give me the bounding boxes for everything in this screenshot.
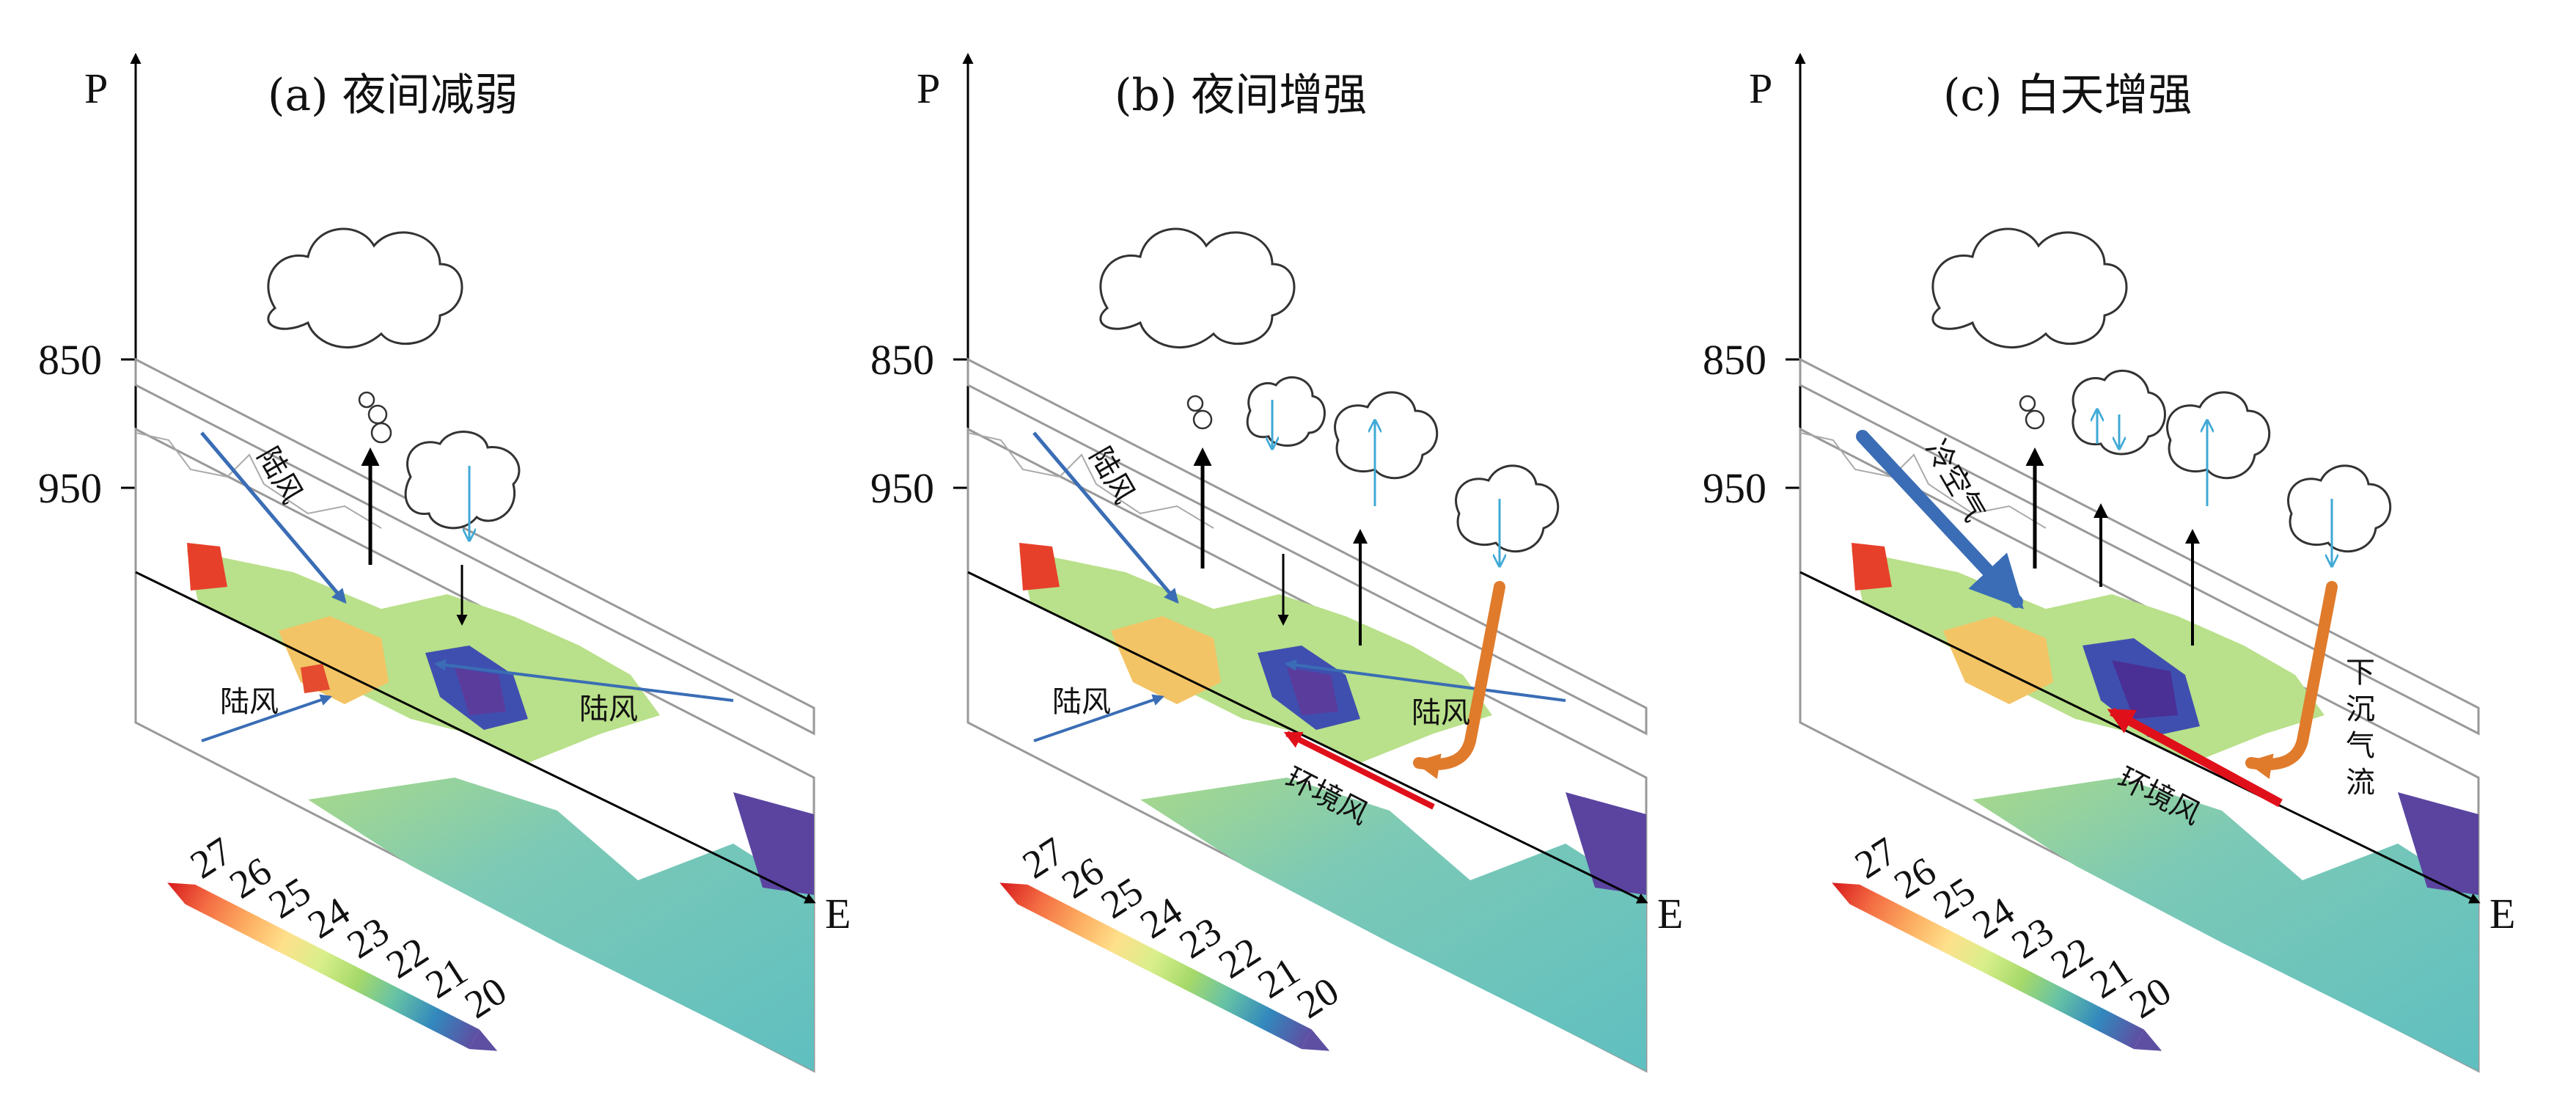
panel-a: (a) 夜间减弱 P 850 950 E [38, 53, 851, 1073]
cloud-small [1246, 376, 1326, 447]
cold-core [1287, 668, 1338, 715]
e-axis-label: E [1657, 890, 1683, 937]
coastline [135, 432, 382, 529]
panel-b: (b) 夜间增强 P 850 950 E 陆风 [870, 53, 1683, 1073]
colorbar-bar [999, 882, 1312, 1050]
land-wind-label: 陆风 [1412, 696, 1470, 730]
hot-spot-2 [301, 664, 330, 693]
e-axis [1799, 571, 2481, 904]
panel-a-title: (a) 夜间减弱 [268, 70, 518, 121]
colorbar-bar [167, 882, 480, 1050]
sea-cold-core [2398, 792, 2478, 895]
bay-field [1019, 550, 1492, 763]
cloud-medium [1334, 391, 1439, 480]
tick-label-850: 850 [1703, 336, 1766, 384]
cloud-large [1099, 227, 1296, 348]
land-wind-arrow [201, 694, 333, 742]
land-wind-arrow [1033, 694, 1165, 742]
sea-region [1140, 778, 1646, 1071]
cloud-right [2287, 464, 2392, 553]
tick-label-950: 950 [38, 464, 102, 512]
env-wind-arrow [2107, 707, 2283, 808]
cloud-bubble [370, 422, 392, 444]
tick-label-950: 950 [1703, 464, 1766, 512]
cloud-bubble [358, 391, 375, 409]
panel-c-title: (c) 白天增强 [1943, 70, 2192, 121]
colorbar-tail [1302, 1029, 1330, 1051]
land-wind-arrow [1284, 659, 1566, 702]
land-wind-arrow [433, 659, 734, 702]
cloud-bubble [1192, 409, 1213, 430]
sea-cold-core [733, 792, 814, 895]
cloud-small [2072, 369, 2166, 456]
upper-plane [1799, 357, 2480, 736]
e-axis-label: E [2489, 890, 2515, 937]
land-wind-label: 陆风 [579, 692, 638, 726]
cloud-large [267, 227, 463, 348]
tick-label-950: 950 [870, 464, 934, 512]
cold-core [2112, 660, 2178, 719]
colorbar-bar [1832, 882, 2144, 1050]
panel-c: (c) 白天增强 P 850 950 E 冷空气 环 [1703, 53, 2515, 1073]
tick-label-850: 850 [38, 336, 102, 384]
cloud-large [1931, 227, 2128, 348]
cloud-small [404, 431, 521, 530]
e-axis-label: E [825, 890, 851, 937]
colorbar: 27 26 25 24 23 22 21 20 [167, 829, 514, 1051]
tick-label-850: 850 [870, 336, 934, 384]
cloud-bubble [2019, 395, 2036, 412]
sea-cold-core [1566, 792, 1646, 895]
upper-plane [966, 357, 1648, 736]
coastline [967, 432, 1214, 529]
subsidence-label: 下沉气流 [2341, 657, 2374, 803]
land-wind-arrow [200, 431, 347, 604]
cloud-bubble [2025, 409, 2045, 430]
cloud-bubble [367, 404, 388, 425]
hot-spot [1852, 543, 1892, 591]
sea-region [308, 778, 814, 1071]
e-axis [135, 571, 816, 904]
subsidence-arrow [1413, 581, 1505, 779]
cloud-medium [2166, 391, 2271, 480]
colorbar-tail [469, 1029, 498, 1051]
cloud-bubble [1186, 395, 1204, 412]
e-axis [967, 571, 1648, 904]
land-wind-label: 陆风 [220, 685, 279, 719]
panel-b-title: (b) 夜间增强 [1115, 70, 1367, 121]
land-wind-label: 陆风 [1052, 685, 1111, 719]
upper-plane [134, 357, 815, 736]
cloud-right [1455, 464, 1560, 553]
land-wind-arrow [1032, 431, 1179, 604]
coastline [1799, 432, 2047, 529]
p-axis-label: P [1749, 65, 1772, 112]
cold-pool-arrow [1856, 430, 2024, 610]
hot-spot [187, 543, 227, 591]
subsidence-arrow [2245, 581, 2338, 779]
bay-field [187, 550, 660, 763]
env-wind-arrow [1283, 731, 1435, 810]
p-axis-label: P [917, 65, 940, 112]
sea-region [1973, 778, 2478, 1071]
hot-spot [1019, 543, 1060, 591]
colorbar-tail [2134, 1029, 2162, 1051]
cold-core [455, 668, 506, 715]
p-axis-label: P [84, 65, 108, 112]
